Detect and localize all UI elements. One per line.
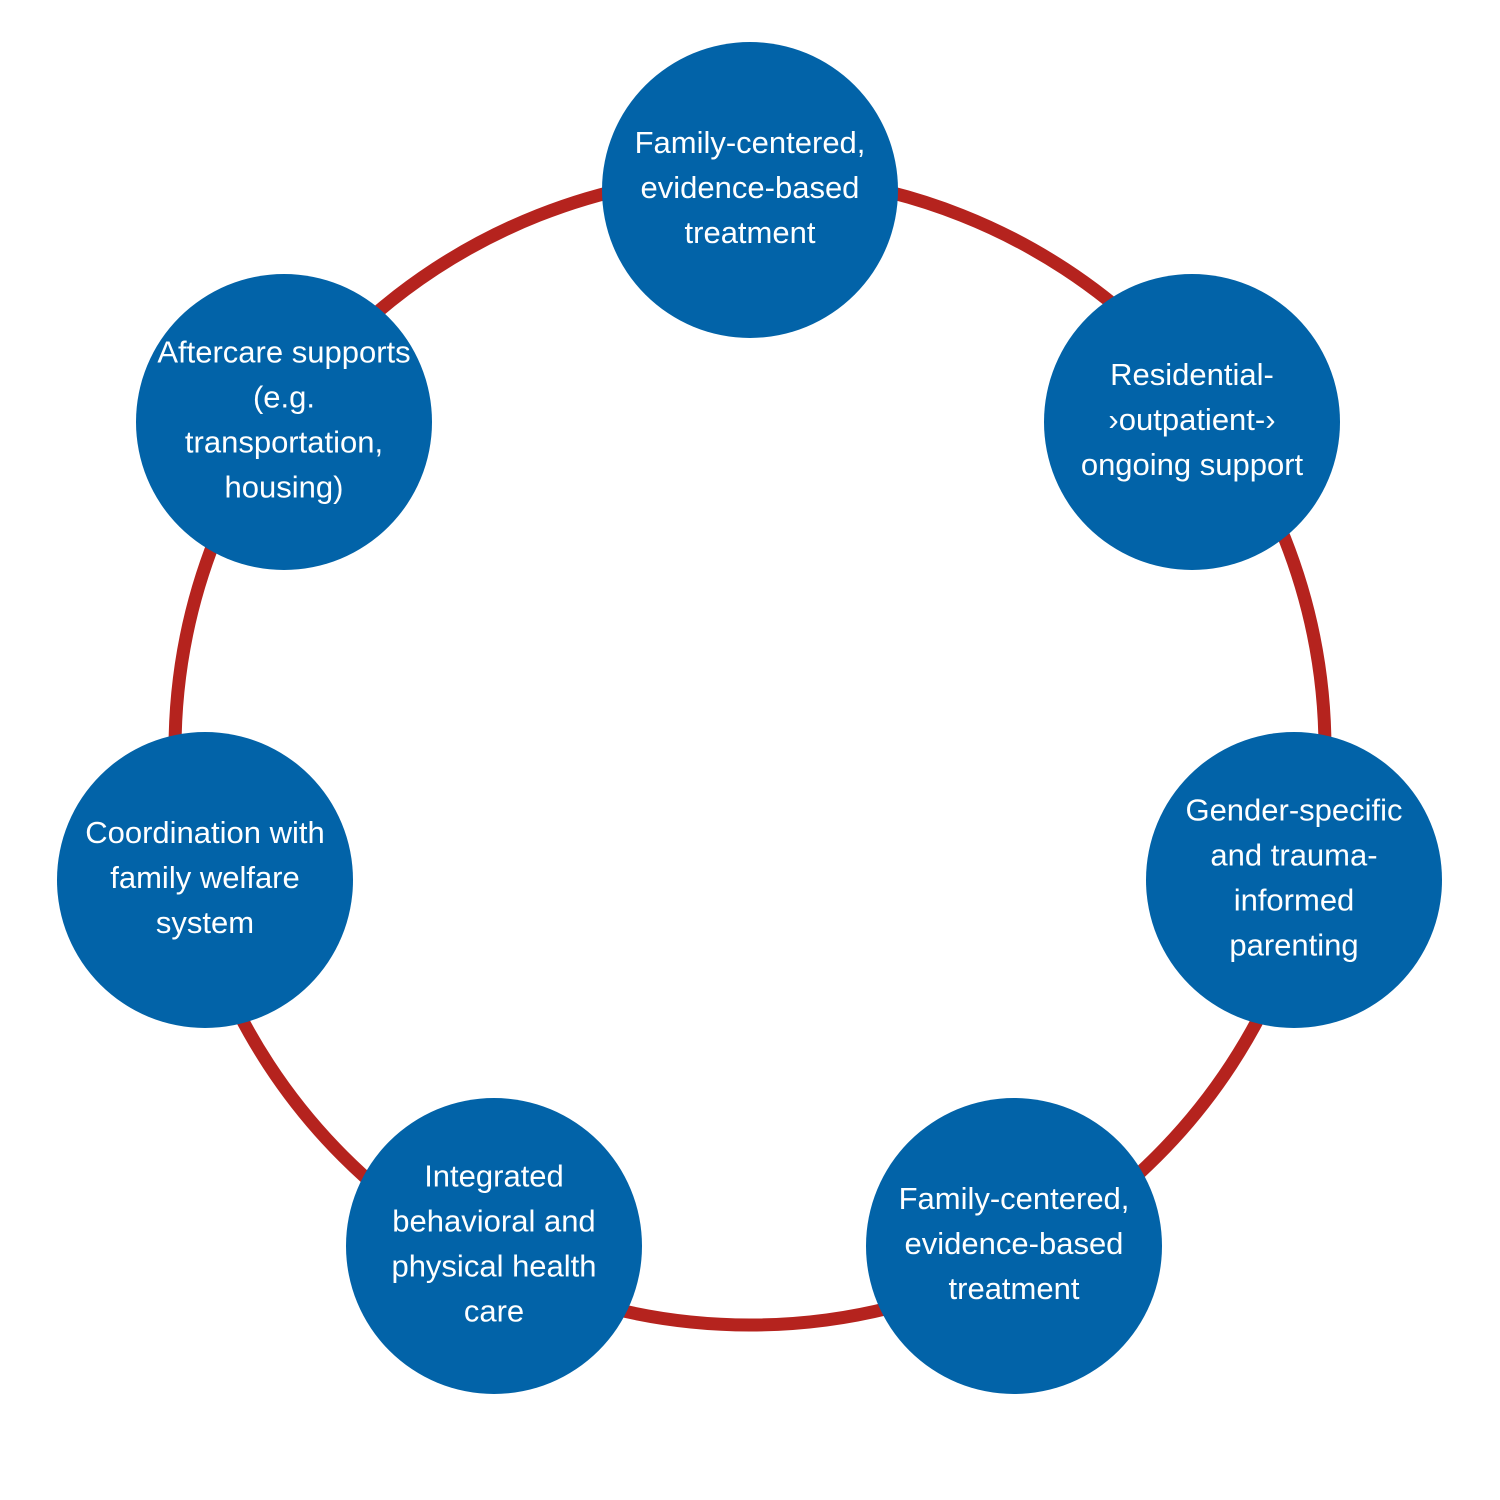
node-circle bbox=[602, 42, 898, 338]
node-circle bbox=[1146, 732, 1442, 1028]
node-label: Family-centered, evidence-based treatment bbox=[635, 125, 866, 250]
node-family-centered-top: Family-centered, evidence-based treatment bbox=[602, 42, 898, 338]
node-label: Residential- ›outpatient-› ongoing support bbox=[1081, 357, 1304, 482]
node-circle bbox=[866, 1098, 1162, 1394]
node-label-line: system bbox=[156, 905, 254, 940]
node-label-line: treatment bbox=[685, 215, 816, 250]
node-label-line: Family-centered, bbox=[635, 125, 866, 160]
node-label-line: Aftercare supports bbox=[157, 335, 410, 370]
node-label-line: parenting bbox=[1229, 928, 1358, 963]
node-circle bbox=[346, 1098, 642, 1394]
node-label-line: and trauma- bbox=[1210, 838, 1377, 873]
node-label-line: Gender-specific bbox=[1185, 793, 1402, 828]
node-label-line: ongoing support bbox=[1081, 447, 1304, 482]
node-integrated-care: Integrated behavioral and physical health c… bbox=[346, 1098, 642, 1394]
node-aftercare: Aftercare supports (e.g. transportation, ho… bbox=[136, 274, 432, 570]
node-family-centered-bottom: Family-centered, evidence-based treatment bbox=[866, 1098, 1162, 1394]
node-label: Coordination with family welfare system bbox=[85, 815, 325, 940]
node-circle bbox=[1044, 274, 1340, 570]
node-gender-specific: Gender-specific and trauma-informed parent… bbox=[1146, 732, 1442, 1028]
node-label-line: Family-centered, bbox=[899, 1181, 1130, 1216]
node-label-line: Coordination with bbox=[85, 815, 325, 850]
node-circle bbox=[57, 732, 353, 1028]
node-residential-outpatient: Residential- ›outpatient-› ongoing support bbox=[1044, 274, 1340, 570]
node-label-line: Residential- bbox=[1110, 357, 1274, 392]
node-label-line: housing) bbox=[225, 470, 344, 505]
node-label-line: care bbox=[464, 1294, 524, 1329]
node-label-line: (e.g. bbox=[253, 380, 315, 415]
node-label-line: evidence-based bbox=[905, 1226, 1124, 1261]
node-circle bbox=[136, 274, 432, 570]
node-label: Aftercare supports (e.g. transportation, ho… bbox=[157, 335, 410, 505]
node-label-line: family welfare bbox=[110, 860, 300, 895]
node-label: Gender-specific and trauma-informed parent… bbox=[1185, 793, 1402, 963]
node-label-line: physical health bbox=[391, 1249, 596, 1284]
node-label-line: informed bbox=[1234, 883, 1355, 918]
node-label-line: treatment bbox=[949, 1271, 1080, 1306]
node-label-line: transportation, bbox=[185, 425, 383, 460]
node-label-line: Integrated bbox=[424, 1159, 564, 1194]
node-label-line: ›outpatient-› bbox=[1108, 402, 1275, 437]
node-label-line: evidence-based bbox=[641, 170, 860, 205]
node-label-line: behavioral and bbox=[392, 1204, 595, 1239]
node-label: Family-centered, evidence-based treatment bbox=[899, 1181, 1130, 1306]
node-coordination: Coordination with family welfare system bbox=[57, 732, 353, 1028]
node-label: Integrated behavioral and physical health c… bbox=[391, 1159, 596, 1329]
